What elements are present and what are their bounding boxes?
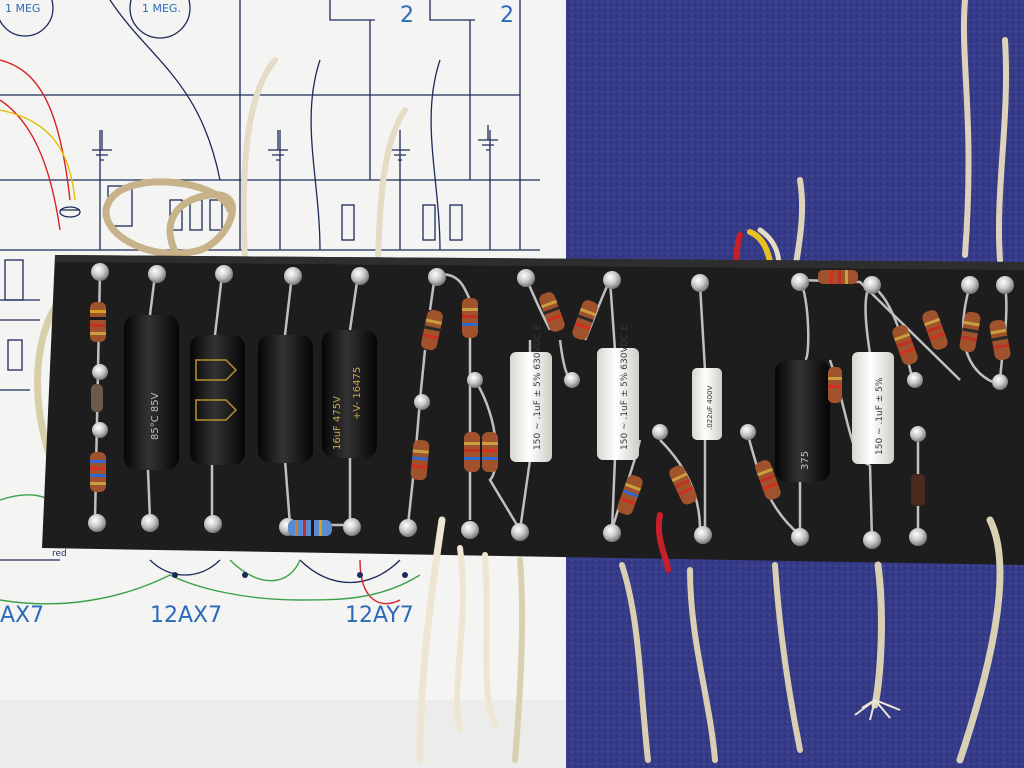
film-cap-label-2: 150 ~ .1uF ± 5% 630VDC E <box>620 324 630 450</box>
schematic-label-tube-2: 12AX7 <box>150 603 222 628</box>
electrolytic-capacitors <box>124 315 830 482</box>
film-cap-label-1: 150 ~ .1uF ± 5% 630VDC E <box>533 324 543 450</box>
film-capacitors <box>510 348 894 464</box>
elec-cap-label-3: 16uF 475V <box>332 396 343 450</box>
frayed-wire-end <box>854 699 901 721</box>
schematic-label-top-num-2: 2 <box>500 3 514 28</box>
elec-cap-label-2: +V- 16475 <box>352 367 363 420</box>
schematic-label-tube-1: AX7 <box>0 603 44 628</box>
elec-cap-label-1: 85°C 85V <box>150 392 161 440</box>
wires-bottom <box>416 512 1004 764</box>
schematic-label-red: red <box>52 549 67 559</box>
film-cap-label-small: .022uF 400V <box>706 385 714 430</box>
schematic-label-tube-3: 12AY7 <box>345 603 414 628</box>
resistors <box>90 270 1011 536</box>
film-cap-label-3: 150 ~ .1uF ± 5% <box>875 377 885 455</box>
turret-lugs <box>88 263 1014 549</box>
schematic-label-1meg-b: 1 MEG. <box>142 2 181 15</box>
elec-cap-label-4: 375 <box>800 451 811 470</box>
schematic-label-top-num-1: 2 <box>400 3 414 28</box>
schematic-label-1meg-a: 1 MEG <box>5 2 40 15</box>
